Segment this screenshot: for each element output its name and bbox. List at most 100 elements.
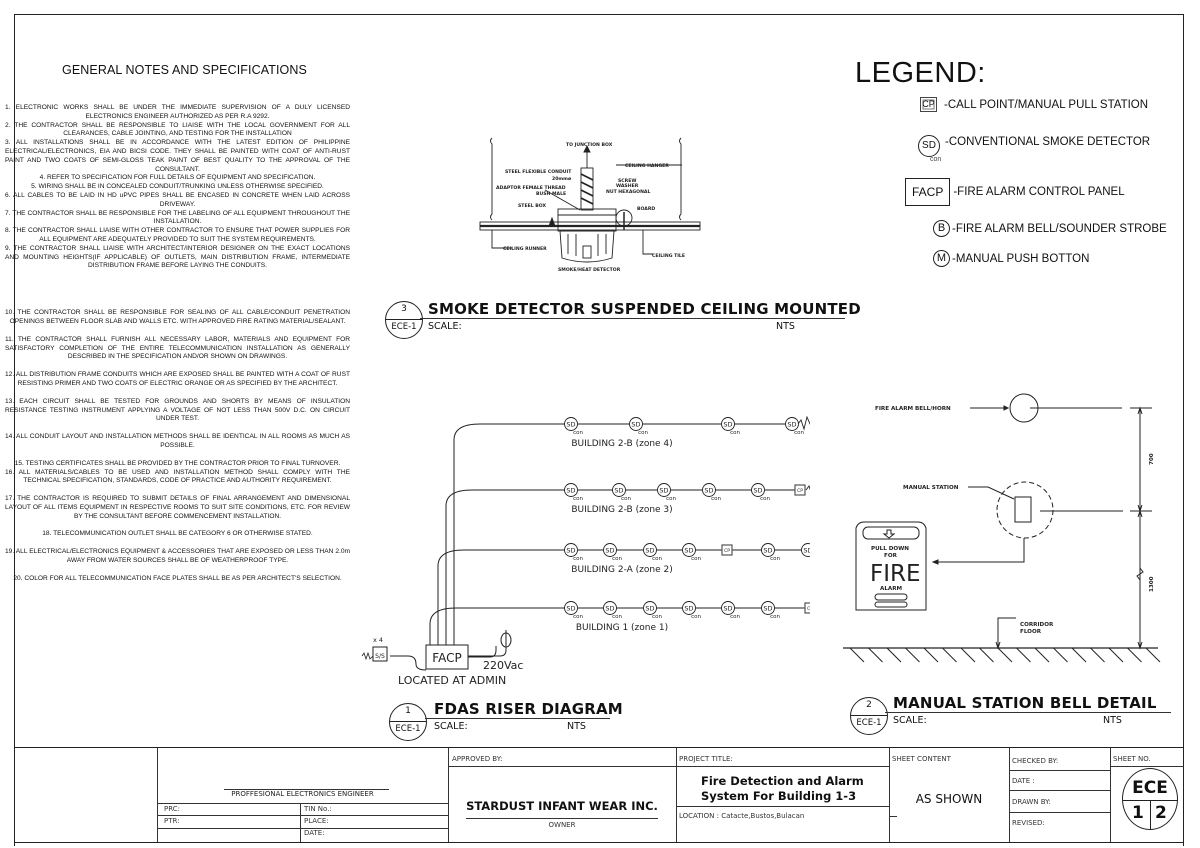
strobe-quantity: x 4 [373, 636, 383, 644]
detail-sheet: ECE-1 [391, 322, 417, 332]
note-spacer [5, 539, 350, 548]
cp-label: CP [807, 606, 810, 612]
detail-sheet: ECE-1 [856, 718, 882, 728]
facp-icon: FACP [905, 178, 951, 206]
detail-2-title: MANUAL STATION BELL DETAIL [893, 694, 1157, 712]
smoke-detector-icon [801, 543, 810, 557]
detail-number: 3 [401, 304, 407, 314]
sd-label: SD [723, 605, 732, 613]
project-title: Fire Detection and Alarm System For Buil… [701, 774, 864, 804]
manual-station-circle [996, 481, 1054, 539]
bell-icon: B [933, 220, 950, 237]
call-point-icon [721, 544, 733, 556]
note-spacer [5, 424, 350, 433]
cp-label: CP [724, 548, 730, 554]
eol-resistor-icon [805, 485, 810, 491]
label-screw: SCREW [618, 178, 636, 184]
date-label: DATE : [1012, 777, 1035, 785]
sd-label: SD [566, 421, 575, 429]
sd-label: SD [605, 547, 614, 555]
strobe-wire [390, 655, 427, 671]
zone-name: BUILDING 2-B (zone 3) [571, 505, 672, 515]
sheet-number: 1 [1132, 803, 1144, 823]
sd-label: SD [645, 547, 654, 555]
panel-text: PULL DOWN [871, 546, 909, 552]
label-nut: NUT HEXAGONAL [606, 189, 650, 195]
checked-by-label: CHECKED BY: [1012, 757, 1059, 765]
sd-sub-label: con [612, 614, 622, 620]
dimension-700: 700 [1149, 453, 1155, 465]
floor-hatch [997, 647, 1013, 663]
strobe-label: S/S [375, 653, 385, 660]
label-bush: BUSH MALE [536, 191, 566, 197]
panel-text: ALARM [880, 586, 903, 592]
sd-label: SD [684, 605, 693, 613]
zone-name: BUILDING 2-B (zone 4) [571, 439, 672, 449]
drawing-border [14, 14, 1184, 846]
label-adaptor: ADAPTOR FEMALE THREAD [496, 185, 566, 191]
project-title-label: PROJECT TITLE: [679, 755, 733, 763]
sd-sub-label: con [760, 496, 770, 502]
sd-label: SD [763, 547, 772, 555]
note-item: 18. TELECOMMUNICATION OUTLET SHALL BE CA… [42, 530, 313, 538]
floor-hatch [849, 647, 865, 663]
sd-sub-label: con [612, 556, 622, 562]
location-label: LOCATION : Catacte,Bustos,Bulacan [679, 812, 805, 820]
note-spacer [5, 362, 350, 371]
detail-3-scale-label: SCALE: [428, 321, 462, 332]
sd-label: SD [566, 547, 575, 555]
label-steel-box: STEEL BOX [518, 203, 546, 209]
zone-name: BUILDING 2-A (zone 2) [571, 565, 672, 575]
panel-text: FOR [884, 553, 898, 559]
sd-sub-label: con [638, 430, 648, 436]
legend-title: LEGEND: [855, 57, 986, 89]
legend-sd-sub: con [930, 156, 942, 163]
floor-label-2: FLOOR [1020, 629, 1042, 635]
zone-wire [445, 489, 800, 645]
ceiling-hanger-left [490, 137, 493, 221]
eol-resistor-icon [797, 415, 810, 431]
smoke-detector-icon [702, 483, 716, 497]
sd-label: SD [723, 421, 732, 429]
note-item: 13. EACH CIRCUIT SHALL BE TESTED FOR GRO… [5, 397, 350, 423]
legend-item-call-point: CP -CALL POINT/MANUAL PULL STATION [920, 97, 1148, 112]
title-block: PROFFESIONAL ELECTRONICS ENGINEER PRC: P… [14, 747, 1184, 843]
detail-3-bubble: 3 ECE-1 [385, 301, 423, 339]
floor-hatch [1016, 647, 1031, 663]
sd-label: SD [566, 487, 575, 495]
floor-hatch [960, 647, 976, 663]
strobe-box [372, 646, 388, 662]
sheet-code: ECE [1132, 778, 1168, 798]
label-junction-box: TO JUNCTION BOX [566, 142, 613, 148]
note-spacer [5, 566, 350, 575]
floor-hatch [905, 647, 920, 663]
call-point-icon: CP [920, 97, 937, 112]
sd-sub-label: con [652, 614, 662, 620]
note-item: 17. THE CONTRACTOR IS REQUIRED TO SUBMIT… [5, 495, 350, 520]
sheet-number-bubble: ECE 1 2 [1122, 768, 1178, 830]
smoke-detector-icon [761, 601, 775, 615]
ceiling-mount-drawing: TO JUNCTION BOX STEEL FLEXIBLE CONDUIT 2… [479, 137, 701, 273]
bell-label: FIRE ALARM BELL/HORN [875, 406, 951, 412]
riser-title: FDAS RISER DIAGRAM [434, 700, 623, 718]
sd-sub-label: con [730, 430, 740, 436]
legend-item-facp: FACP -FIRE ALARM CONTROL PANEL [905, 178, 1125, 206]
floor-hatch [923, 647, 939, 663]
sheet-no-label: SHEET NO. [1113, 755, 1151, 763]
note-spacer [5, 521, 350, 530]
detail-2-scale: NTS [1103, 715, 1122, 726]
detail-number: 2 [866, 700, 872, 710]
smoke-detector-icon [643, 601, 657, 615]
floor-hatch [868, 647, 883, 663]
sd-label: SD [614, 487, 623, 495]
sd-label: SD [631, 421, 640, 429]
note-item: 15. TESTING CERTIFICATES SHALL BE PROVID… [14, 459, 341, 467]
note-item: 9. THE CONTRACTOR SHALL LIAISE WITH ARCH… [5, 244, 350, 270]
note-item: 11. THE CONTRACTOR SHALL FURNISH ALL NEC… [5, 335, 350, 361]
note-item: 2. THE CONTRACTOR SHALL BE RESPONSIBLE T… [5, 121, 350, 138]
note-item: 3. ALL INSTALLATIONS SHALL BE IN ACCORDA… [5, 139, 350, 173]
floor-hatch [886, 647, 902, 663]
smoke-detector-icon [761, 543, 775, 557]
sd-sub-label: con [573, 496, 583, 502]
legend-item-push-button: M -MANUAL PUSH BOTTON [933, 250, 1089, 267]
